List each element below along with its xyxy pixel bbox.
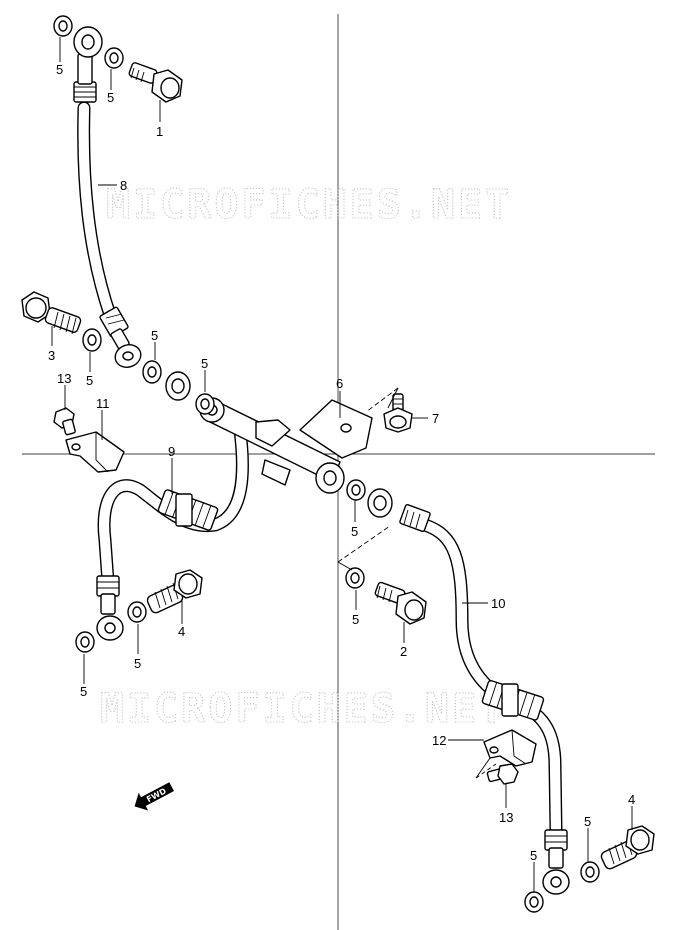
washer-g [346,479,366,501]
callout-3: 3 [48,348,55,363]
callout-5-h: 5 [134,656,141,671]
watermark-bottom: MICROFICHES.NET [100,686,506,732]
callout-9: 9 [168,444,175,459]
washer-k [75,631,95,653]
callout-5-b: 5 [107,90,114,105]
callout-4-left: 4 [178,624,185,639]
callout-5-e: 5 [201,356,208,371]
hose-10 [399,504,570,895]
washer-h [367,488,393,518]
callout-10: 10 [491,596,505,611]
bolt-7 [383,393,413,433]
callout-5-f: 5 [351,524,358,539]
callout-5-i: 5 [80,684,87,699]
washer-m [580,861,600,883]
callout-2: 2 [400,644,407,659]
bolt-13-right [486,763,519,785]
callout-5-a: 5 [56,62,63,77]
assembly-guides [337,387,497,779]
hose-9 [96,423,249,641]
callout-12: 12 [432,733,446,748]
washer-group [53,15,600,913]
bolt-13-left [53,407,76,436]
fwd-arrow: FWD [134,782,175,811]
washer-e [165,371,191,401]
bolt-3 [21,291,82,335]
callout-5-c: 5 [86,373,93,388]
callout-13-right: 13 [499,810,513,825]
bolt-4-left [146,569,203,614]
bolt-4-right [600,825,655,870]
washer-b [104,47,124,69]
clamp-11 [65,431,125,473]
watermark-top: MICROFICHES.NET [106,182,512,228]
clamp-12 [483,729,537,767]
callout-6: 6 [336,376,343,391]
callout-5-g: 5 [352,612,359,627]
fwd-label: FWD [145,786,168,804]
bolt-1 [128,62,183,103]
three-way-joint [199,397,373,494]
callout-leaders [51,37,633,892]
hose-8 [73,26,142,368]
washer-i [345,567,365,589]
callout-5-j: 5 [584,814,591,829]
callout-7: 7 [432,411,439,426]
callout-labels: 1 2 3 4 4 5 5 5 5 5 5 5 5 5 5 5 6 7 8 9 … [48,62,635,863]
callout-13-left: 13 [57,371,71,386]
callout-5-k: 5 [530,848,537,863]
bolt-2 [374,581,427,625]
washer-j [127,601,147,623]
washer-a [53,15,73,37]
washer-d [142,360,162,384]
callout-11: 11 [96,396,110,411]
callout-5-d: 5 [151,328,158,343]
callout-4-right: 4 [628,792,635,807]
washer-f [195,393,215,415]
washer-l [524,891,544,913]
washer-c [82,328,102,352]
callout-8: 8 [120,178,127,193]
callout-1: 1 [156,124,163,139]
